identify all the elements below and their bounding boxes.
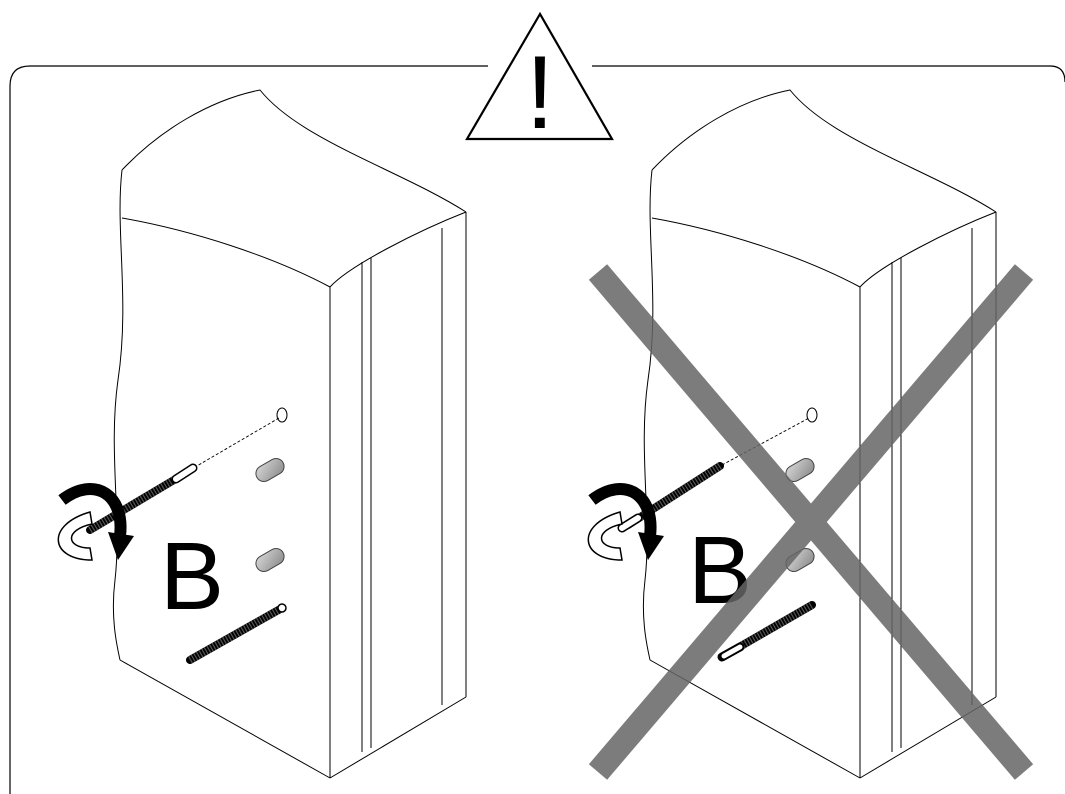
- cabinet-left-wavy-edge: [642, 169, 654, 661]
- cabinet-front-top-edge: [651, 217, 861, 288]
- cabinet-left-wavy-edge: [112, 169, 124, 661]
- cabinet-top-surface: [121, 89, 467, 213]
- cabinet-front-top-edge: [121, 217, 331, 288]
- alignment-guide-line: [189, 417, 280, 471]
- rotation-arrow-icon: [57, 483, 134, 561]
- threaded-rod-loose: [186, 603, 287, 664]
- panel-correct: B: [57, 89, 467, 779]
- panel-incorrect: B: [587, 89, 1034, 780]
- stud-lower: [255, 548, 285, 572]
- cabinet-top-right-edge: [859, 211, 997, 288]
- warning-triangle-icon: !: [465, 11, 614, 151]
- part-label-b: B: [160, 523, 224, 630]
- cabinet-side-bottom-edge: [329, 696, 467, 779]
- cabinet-top-surface: [651, 89, 997, 213]
- frame-border: [9, 65, 1065, 794]
- threaded-rod-loose: [717, 601, 816, 662]
- cabinet-front-bottom-edge: [119, 659, 331, 779]
- threaded-rod-inserting: [86, 463, 198, 534]
- stud-upper: [255, 458, 285, 482]
- cabinet-top-right-edge: [329, 211, 467, 288]
- mounting-hole: [276, 407, 288, 423]
- cross-out-x-icon: [588, 264, 1034, 780]
- warning-exclamation: !: [526, 35, 555, 151]
- cabinet-drawing: [112, 89, 467, 779]
- rotation-arrow-icon: [587, 483, 664, 561]
- alignment-guide-line: [721, 417, 810, 466]
- mounting-hole: [806, 407, 818, 423]
